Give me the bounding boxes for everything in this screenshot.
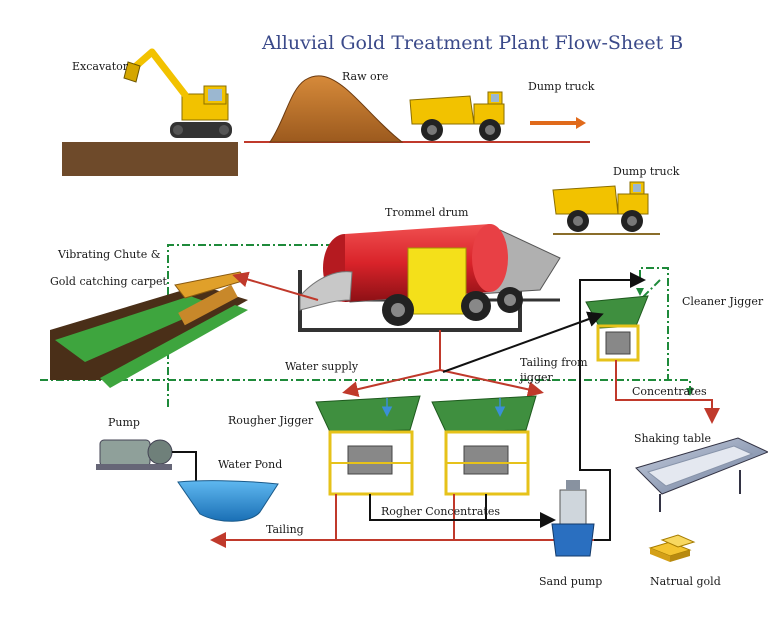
arrow-trommel-to-chute: [232, 271, 319, 301]
label-water-supply: Water supply: [285, 360, 359, 373]
gold-bars-icon: [648, 534, 696, 562]
cleaner-jigger-icon: [585, 295, 649, 362]
raw-ore-pile-icon: [269, 75, 404, 143]
diagram-title: Alluvial Gold Treatment Plant Flow-Sheet…: [261, 32, 683, 54]
label-rougher-jigger: Rougher Jigger: [228, 414, 314, 427]
water-pond-icon: [177, 480, 279, 522]
ground-block: [62, 142, 238, 176]
red-flow-to-jiggers: [342, 330, 544, 398]
label-natrual-gold: Natrual gold: [650, 575, 721, 588]
pump-line: [172, 451, 197, 490]
trommel-drum-icon: [298, 224, 561, 332]
label-trommel-drum: Trommel drum: [385, 206, 469, 219]
water-arrow-head: [686, 388, 694, 396]
dump-truck-icon: [409, 91, 505, 141]
excavator-icon: [123, 48, 232, 138]
label-vibrating-chute: Vibrating Chute &: [57, 248, 161, 261]
label-dump-truck-top: Dump truck: [528, 80, 595, 93]
label-gold-catching-carpet: Gold catching carpet: [50, 275, 168, 288]
label-tailing-from-jigger-1: Tailing from: [520, 356, 588, 369]
label-concentrates: Concentrates: [632, 385, 707, 398]
shaking-table-icon: [635, 437, 768, 512]
rougher-jigger-right-icon: [431, 395, 537, 496]
label-rogher-concentrates: Rogher Concentrates: [381, 505, 500, 518]
label-dump-truck-right: Dump truck: [613, 165, 680, 178]
label-excavator: Excavator: [72, 60, 129, 73]
label-raw-ore: Raw ore: [342, 70, 388, 83]
rougher-jigger-left-icon: [315, 395, 421, 496]
vibrating-chute-icon: [50, 271, 248, 388]
tailing-flow: [210, 494, 610, 548]
concentrates-flow: [615, 360, 720, 424]
label-cleaner-jigger: Cleaner Jigger: [682, 295, 764, 308]
rougher-concentrates-flow: [369, 494, 556, 528]
label-sand-pump: Sand pump: [539, 575, 602, 588]
water-arrow-head-2: [636, 288, 644, 296]
label-pump: Pump: [108, 416, 140, 429]
sand-pump-return-line: [579, 272, 646, 541]
pump-icon: [96, 439, 173, 470]
label-tailing-from-jigger-2: jigger: [518, 371, 554, 384]
black-flow-to-cleaner: [442, 311, 604, 373]
label-water-pond: Water Pond: [218, 458, 282, 471]
label-shaking-table: Shaking table: [634, 432, 711, 445]
sand-pump-icon: [551, 480, 595, 557]
dump-truck-right-icon: [552, 181, 660, 235]
direction-arrow-head: [576, 117, 586, 129]
label-tailing: Tailing: [266, 523, 304, 536]
